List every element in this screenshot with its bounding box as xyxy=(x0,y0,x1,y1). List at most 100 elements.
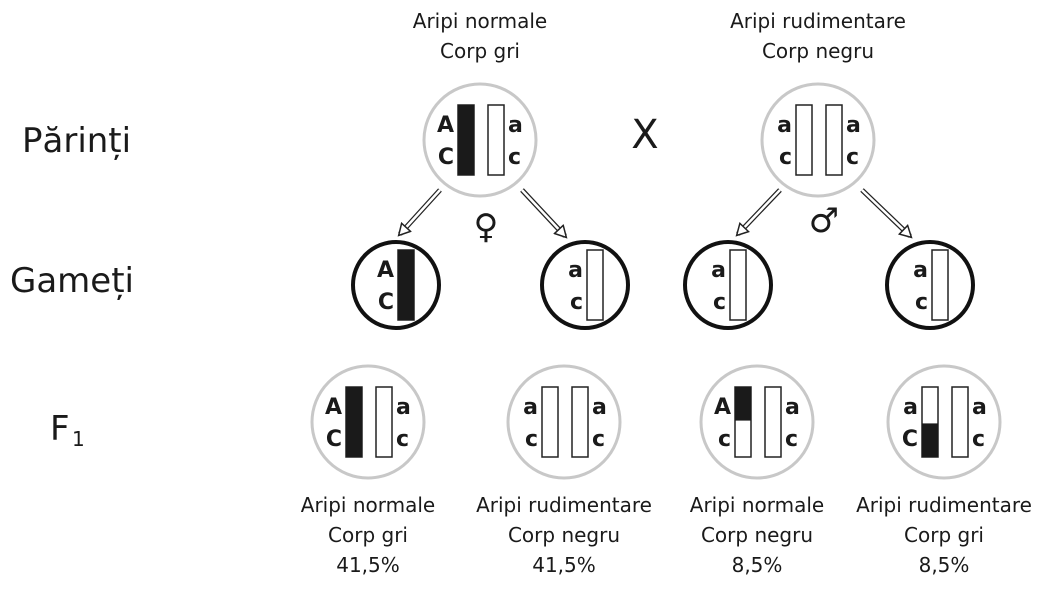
offspring-1-cell-allele-2-bottom: c xyxy=(396,427,409,452)
offspring-3-cell-allele-1-top: A xyxy=(714,395,731,420)
offspring-4-line1: Aripi rudimentare xyxy=(856,493,1032,517)
cross-symbol: X xyxy=(631,112,658,158)
offspring-2-cell-allele-2-bottom: c xyxy=(592,427,605,452)
parent-female-cell-allele-2-top: a xyxy=(508,113,523,138)
parent-male-cell-bar-1-chromosome xyxy=(795,104,813,176)
offspring-2-cell-circle xyxy=(506,364,622,480)
gamete-1-cell-allele-bottom: C xyxy=(378,290,394,315)
offspring-3-line2: Corp negru xyxy=(701,523,813,547)
offspring-1-cell-bar-1-chromosome-fill xyxy=(346,387,362,457)
parent-female-cell-bar-2-chromosome xyxy=(487,104,505,176)
parent-female-cell-bar-1-chromosome-fill xyxy=(458,105,474,175)
offspring-3-percent: 8,5% xyxy=(732,553,783,577)
offspring-1-percent: 41,5% xyxy=(336,553,400,577)
parent-male-cell-allele-2-bottom: c xyxy=(846,145,859,170)
offspring-4-cell-allele-2-top: a xyxy=(972,395,987,420)
gamete-2-cell-circle xyxy=(540,240,630,330)
offspring-4-line2: Corp gri xyxy=(904,523,984,547)
offspring-4-percent: 8,5% xyxy=(919,553,970,577)
offspring-3-cell-allele-1-bottom: c xyxy=(718,427,731,452)
offspring-3-line1: Aripi normale xyxy=(690,493,824,517)
gamete-2-cell: ac xyxy=(540,240,630,330)
gamete-3-cell-allele-bottom: c xyxy=(713,290,726,315)
arrows xyxy=(400,188,910,236)
offspring-2-cell-bar-2-chromosome xyxy=(571,386,589,458)
parent-female-cell-allele-1-top: A xyxy=(437,113,454,138)
offspring-2-cell-allele-2-top: a xyxy=(592,395,607,420)
offspring-3-cell-bar-1-chromosome-fill xyxy=(735,387,751,421)
gamete-4-cell-allele-bottom: c xyxy=(915,290,928,315)
row-label-parents: Părinți xyxy=(22,121,131,161)
gamete-4-cell-allele-top: a xyxy=(913,258,928,283)
parent-male-line2: Corp negru xyxy=(762,39,874,63)
offspring-1-cell-bar-2-chromosome xyxy=(375,386,393,458)
gamete-4-cell-circle xyxy=(885,240,975,330)
offspring-2-line1: Aripi rudimentare xyxy=(476,493,652,517)
parent-male-cell-allele-1-bottom: c xyxy=(779,145,792,170)
offspring-3-cell-bar-2-chromosome xyxy=(764,386,782,458)
offspring-4-cell-bar-1-chromosome-fill xyxy=(922,423,938,457)
offspring-3-cell-allele-2-top: a xyxy=(785,395,800,420)
arrow-female-right-icon xyxy=(521,189,565,236)
offspring-3-cell-circle xyxy=(699,364,815,480)
gamete-4-cell: ac xyxy=(885,240,975,330)
offspring-1-cell-circle xyxy=(310,364,426,480)
offspring-captions: Aripi normale Corp gri 41,5% Aripi rudim… xyxy=(301,493,1032,577)
parent-female-cell-circle xyxy=(422,82,538,198)
row-label-f1-subscript: 1 xyxy=(72,427,85,451)
row-label-f1: F xyxy=(50,409,70,449)
parent-female-line2: Corp gri xyxy=(440,39,520,63)
parent-male-cell-allele-2-top: a xyxy=(846,113,861,138)
gamete-1-cell: AC xyxy=(351,240,441,330)
offspring-2-line2: Corp negru xyxy=(508,523,620,547)
gamete-1-cell-bar-chromosome-fill xyxy=(398,250,414,320)
offspring-1-cell-allele-1-top: A xyxy=(325,395,342,420)
gamete-4-cell-bar-chromosome xyxy=(931,249,949,321)
offspring-4-cell-circle xyxy=(886,364,1002,480)
offspring-4-cell-allele-1-bottom: C xyxy=(902,427,918,452)
parent-male-cell-bar-2-chromosome xyxy=(825,104,843,176)
row-label-gametes: Gameți xyxy=(10,261,134,301)
offspring-4-cell-bar-2-chromosome xyxy=(951,386,969,458)
offspring-1-line2: Corp gri xyxy=(328,523,408,547)
offspring-1-line1: Aripi normale xyxy=(301,493,435,517)
offspring-2-cell-allele-1-top: a xyxy=(523,395,538,420)
offspring-1-cell-allele-1-bottom: C xyxy=(326,427,342,452)
parent-male-cell-allele-1-top: a xyxy=(777,113,792,138)
parent-male-cell-circle xyxy=(760,82,876,198)
male-symbol-icon: ♂ xyxy=(809,201,839,241)
gamete-3-cell: ac xyxy=(683,240,773,330)
offspring-2-percent: 41,5% xyxy=(532,553,596,577)
gamete-2-cell-allele-top: a xyxy=(568,258,583,283)
parent-female-cell-allele-2-bottom: c xyxy=(508,145,521,170)
offspring-1-cell-allele-2-top: a xyxy=(396,395,411,420)
parent-female-line1: Aripi normale xyxy=(413,9,547,33)
offspring-4-cell-allele-2-bottom: c xyxy=(972,427,985,452)
offspring-2-cell-allele-1-bottom: c xyxy=(525,427,538,452)
offspring-3-cell-allele-2-bottom: c xyxy=(785,427,798,452)
gamete-2-cell-allele-bottom: c xyxy=(570,290,583,315)
arrow-male-right-icon xyxy=(861,189,910,236)
gamete-3-cell-circle xyxy=(683,240,773,330)
arrow-male-left-icon xyxy=(738,189,781,234)
gamete-1-cell-circle xyxy=(351,240,441,330)
gamete-1-cell-allele-top: A xyxy=(377,258,394,283)
offspring-2-cell-bar-1-chromosome xyxy=(541,386,559,458)
female-symbol-icon: ♀ xyxy=(474,207,499,247)
arrow-female-left-icon xyxy=(400,189,441,234)
gamete-3-cell-bar-chromosome xyxy=(729,249,747,321)
offspring-4-cell-allele-1-top: a xyxy=(903,395,918,420)
parent-male-line1: Aripi rudimentare xyxy=(730,9,906,33)
gamete-3-cell-allele-top: a xyxy=(711,258,726,283)
gamete-2-cell-bar-chromosome xyxy=(586,249,604,321)
parent-female-cell-allele-1-bottom: C xyxy=(438,145,454,170)
